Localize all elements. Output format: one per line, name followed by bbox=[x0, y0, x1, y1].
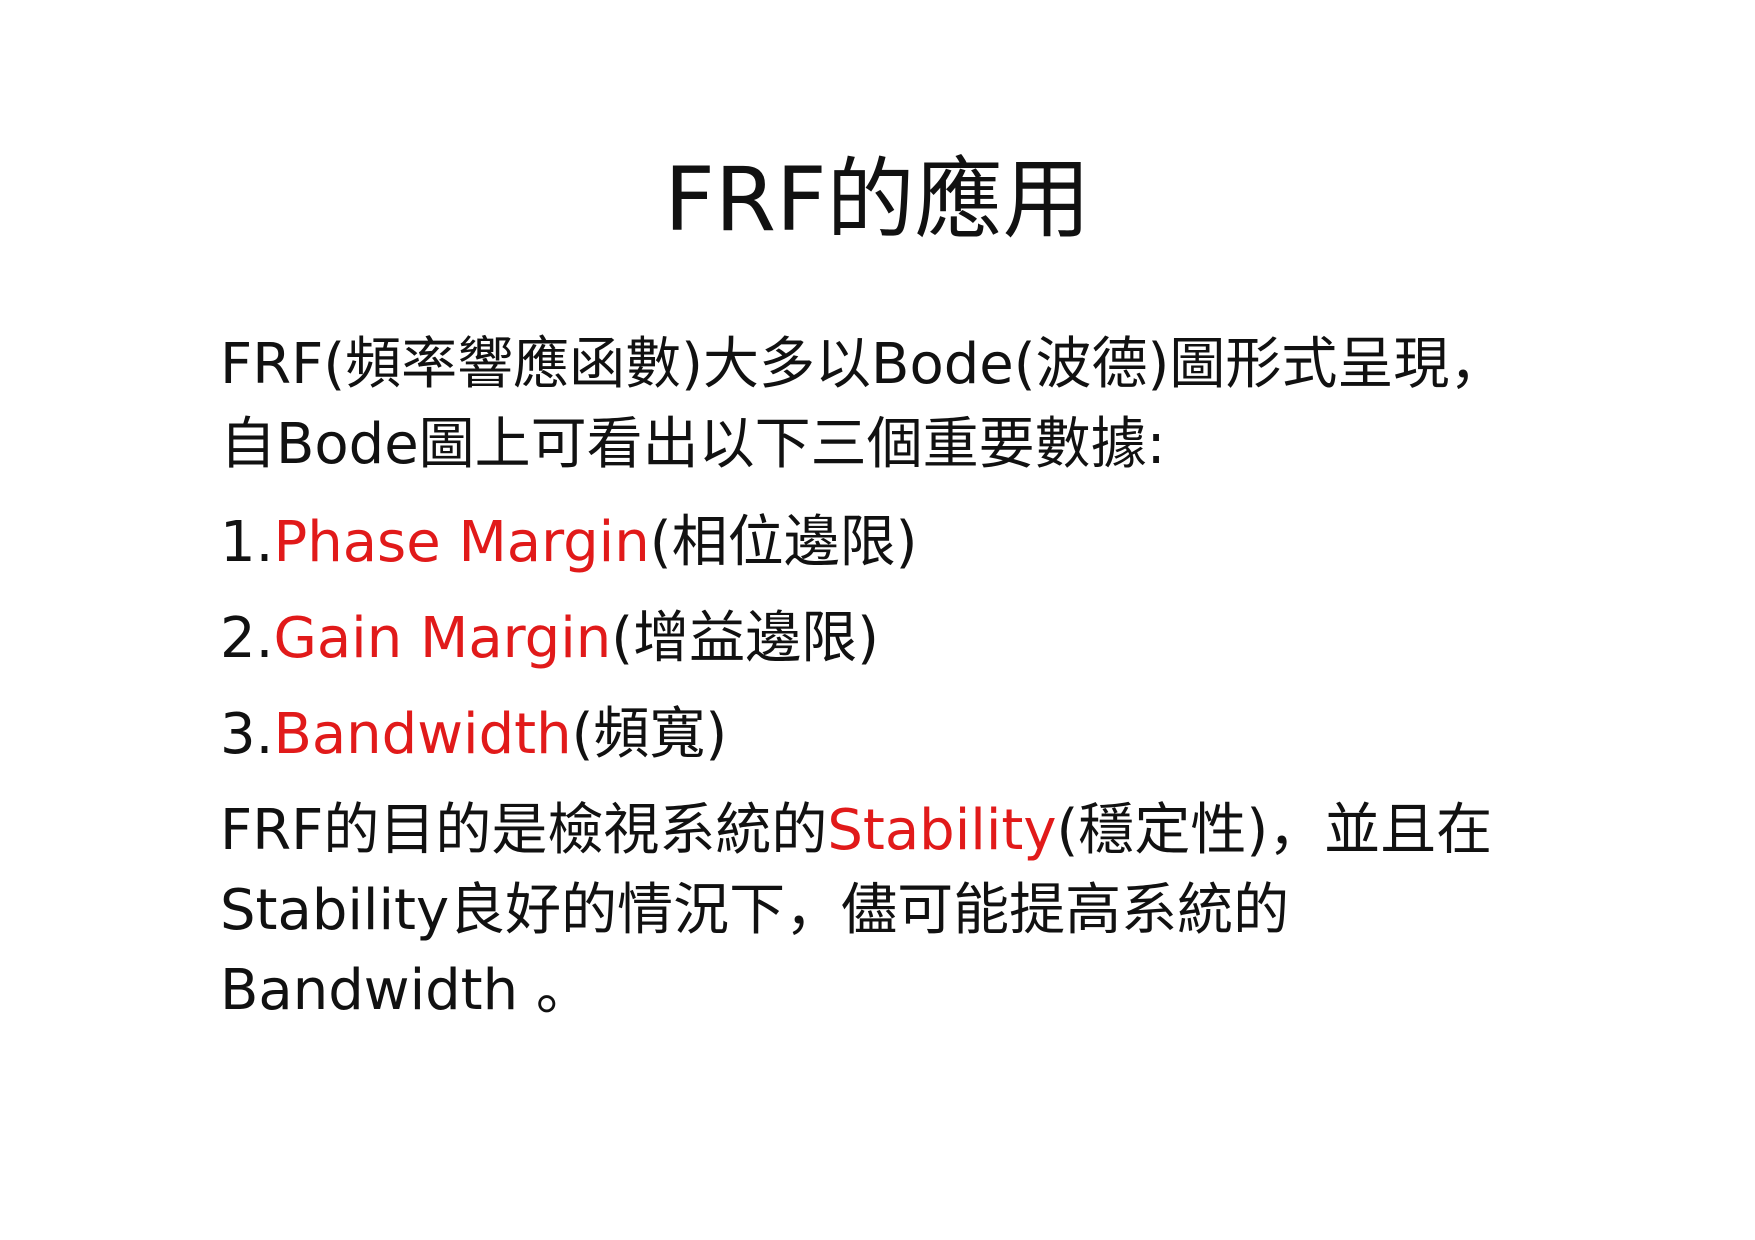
list-item-bandwidth: 3.Bandwidth(頻寬) bbox=[220, 695, 1550, 775]
slide-title: FRF的應用 bbox=[664, 148, 1091, 251]
slide-body: FRF(頻率響應函數)大多以Bode(波德)圖形式呈現，自Bode圖上可看出以下… bbox=[220, 325, 1550, 1049]
conclusion-pre: FRF的目的是檢視系統的 bbox=[220, 798, 828, 863]
item-number: 2. bbox=[220, 606, 274, 671]
list-item-phase-margin: 1.Phase Margin(相位邊限) bbox=[220, 503, 1550, 583]
conclusion-post: (穩定性)，並且在Stability良好的情況下，儘可能提高系統的Bandwid… bbox=[220, 798, 1493, 1023]
item-term: Phase Margin bbox=[273, 510, 650, 575]
intro-paragraph: FRF(頻率響應函數)大多以Bode(波德)圖形式呈現，自Bode圖上可看出以下… bbox=[220, 332, 1506, 477]
item-gloss: (相位邊限) bbox=[649, 510, 918, 575]
conclusion-paragraph: FRF的目的是檢視系統的Stability(穩定性)，並且在Stability良… bbox=[220, 791, 1550, 1031]
item-term: Bandwidth bbox=[273, 702, 572, 767]
conclusion-term: Stability bbox=[827, 798, 1057, 863]
item-term: Gain Margin bbox=[273, 606, 612, 671]
item-gloss: (增益邊限) bbox=[611, 606, 879, 671]
item-gloss: (頻寬) bbox=[571, 702, 728, 767]
item-number: 3. bbox=[220, 702, 274, 767]
item-number: 1. bbox=[220, 510, 274, 575]
list-item-gain-margin: 2.Gain Margin(增益邊限) bbox=[220, 599, 1550, 679]
